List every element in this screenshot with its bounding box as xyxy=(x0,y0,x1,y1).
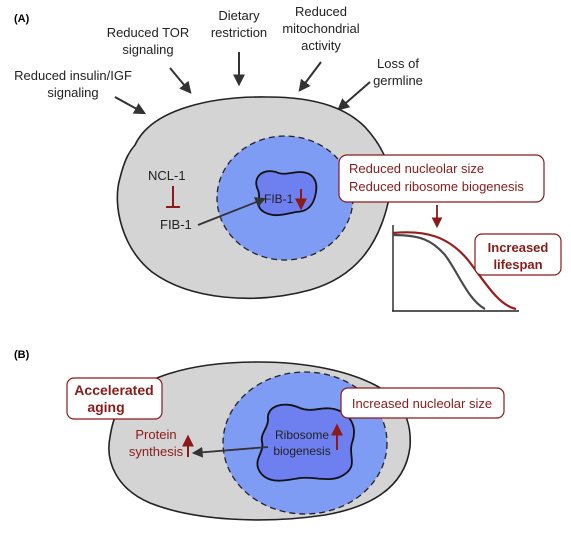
nucleolus-b xyxy=(256,403,355,482)
ncl1-label: NCL-1 xyxy=(148,168,186,183)
svg-text:Reduced: Reduced xyxy=(295,4,347,19)
fib1-nucleolus-label: FIB-1 xyxy=(264,192,294,206)
aging-line1: Accelerated xyxy=(74,382,153,398)
protein-label-line1: Protein xyxy=(135,427,176,442)
svg-text:activity: activity xyxy=(301,38,341,53)
ribosome-to-protein-arrow xyxy=(191,446,269,458)
effect-nucleolar-size: Reduced nucleolar size xyxy=(349,161,484,176)
intervention-insulin: Reduced insulin/IGF signaling xyxy=(14,68,132,100)
effects-box xyxy=(338,154,545,203)
svg-text:Loss of: Loss of xyxy=(377,56,419,71)
svg-text:restriction: restriction xyxy=(211,25,267,40)
survival-plot xyxy=(392,225,519,312)
lifespan-line2: lifespan xyxy=(493,257,542,272)
panel-a-label: (A) xyxy=(14,13,30,25)
lifespan-box xyxy=(474,233,562,276)
svg-text:signaling: signaling xyxy=(122,42,173,57)
nucleolar-size-box xyxy=(340,387,505,419)
svg-text:Reduced insulin/IGF: Reduced insulin/IGF xyxy=(14,68,132,83)
intervention-dietary: Dietary restriction xyxy=(211,8,267,40)
intervention-mitochondrial: Reduced mitochondrial activity xyxy=(282,4,359,53)
lifespan-line1: Increased xyxy=(488,240,549,255)
fib1-outside-label: FIB-1 xyxy=(160,217,192,232)
ribosome-label-line1: Ribosome xyxy=(275,428,329,442)
effect-ribosome-biogenesis: Reduced ribosome biogenesis xyxy=(349,179,524,194)
intervention-tor: Reduced TOR signaling xyxy=(107,25,190,57)
svg-text:germline: germline xyxy=(373,73,423,88)
intervention-arrows xyxy=(114,52,371,115)
survival-curve-short xyxy=(392,233,486,310)
ribosome-label-line2: biogenesis xyxy=(273,444,330,458)
svg-text:Dietary: Dietary xyxy=(218,8,260,23)
svg-text:Reduced TOR: Reduced TOR xyxy=(107,25,190,40)
panel-b-label: (B) xyxy=(14,349,30,361)
inhibit-icon xyxy=(166,186,180,208)
svg-text:mitochondrial: mitochondrial xyxy=(282,21,359,36)
aging-box xyxy=(66,377,163,420)
intervention-germline: Loss of germline xyxy=(373,56,423,88)
survival-curve-long xyxy=(392,231,517,311)
protein-label-line2: synthesis xyxy=(129,444,184,459)
aging-line2: aging xyxy=(87,399,124,415)
svg-text:signaling: signaling xyxy=(47,85,98,100)
fib1-translocation-arrow xyxy=(197,197,267,226)
nucleolar-size-label: Increased nucleolar size xyxy=(352,396,492,411)
